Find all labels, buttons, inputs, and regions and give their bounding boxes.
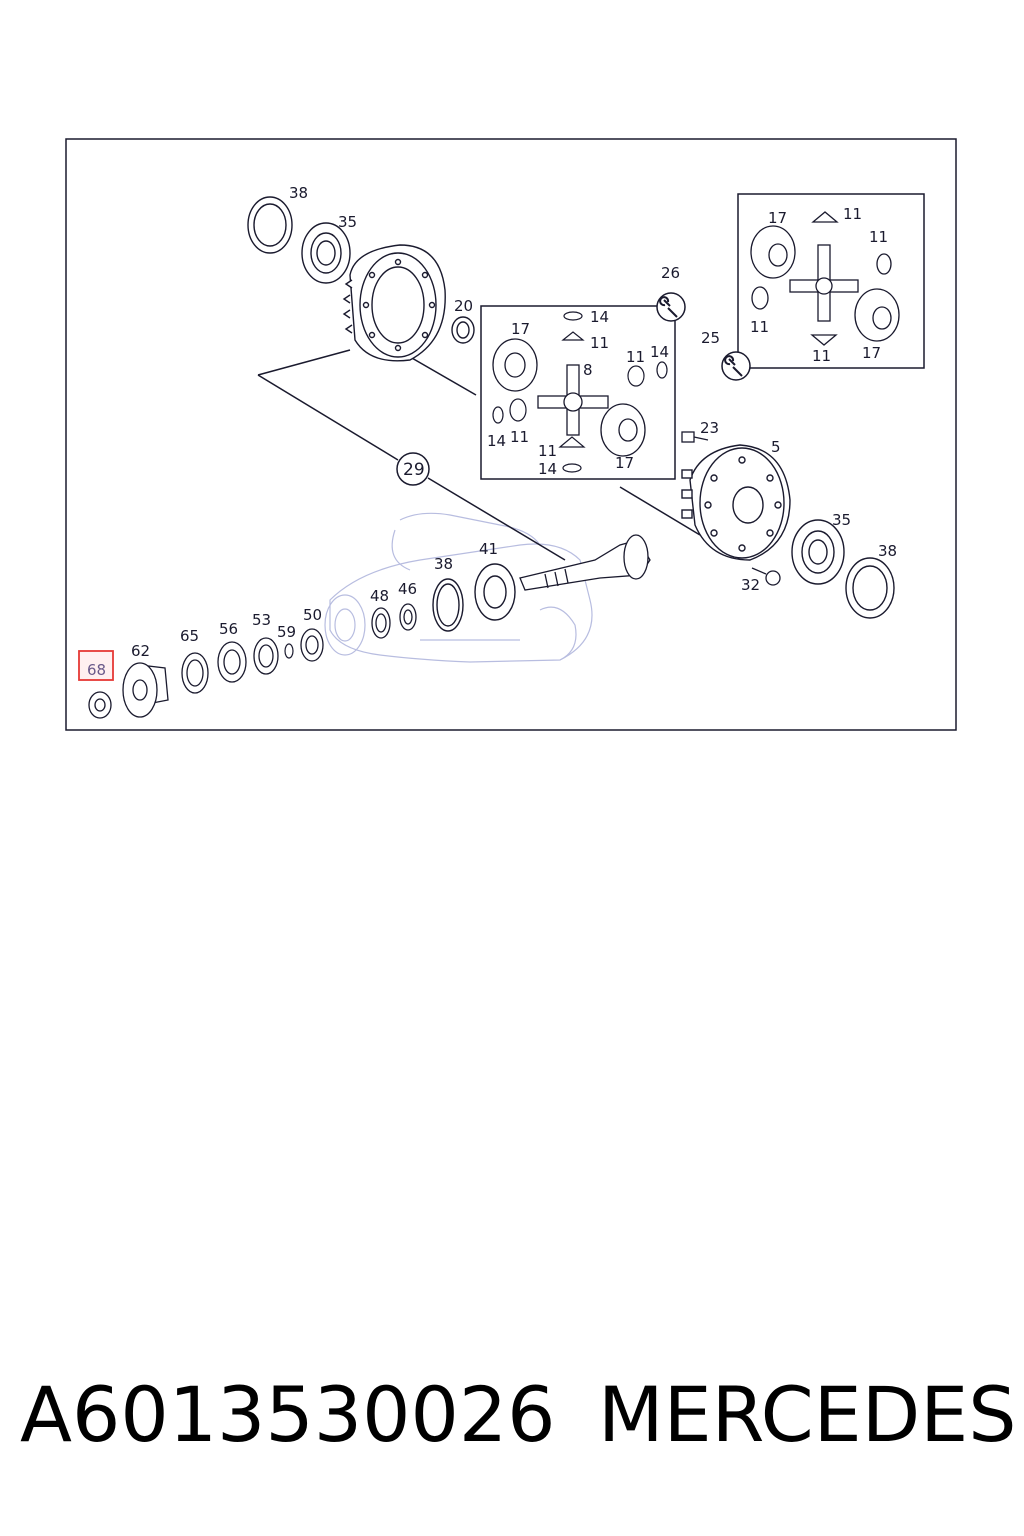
- inset-label-17a: 17: [511, 320, 530, 338]
- callout-5: 5: [771, 438, 781, 456]
- ring-gear: [342, 244, 446, 362]
- callout-65: 65: [180, 627, 199, 645]
- callout-38-lower: 38: [434, 555, 453, 573]
- callout-38-top: 38: [289, 184, 308, 202]
- spider-gear-cross: [537, 364, 609, 436]
- variant-label-17a: 17: [768, 209, 787, 227]
- callout-41: 41: [479, 540, 498, 558]
- differential-case: [681, 444, 791, 561]
- callout-23: 23: [700, 419, 719, 437]
- brand-name: MERCEDES: [598, 1370, 1017, 1459]
- side-gear-left: [492, 338, 538, 392]
- washer-20: [451, 316, 475, 344]
- callout-68: 68: [87, 661, 106, 679]
- callout-25: 25: [701, 329, 720, 347]
- variant-side-gears: [750, 211, 900, 346]
- callout-62: 62: [131, 642, 150, 660]
- callout-53: 53: [252, 611, 271, 629]
- part-number: A6013530026: [20, 1370, 556, 1459]
- inset-label-8: 8: [583, 361, 593, 379]
- variant-label-17b: 17: [862, 344, 881, 362]
- bearing-right: [791, 519, 845, 585]
- variant-cross: [789, 244, 859, 322]
- leader-lines: [257, 349, 701, 561]
- bolt-32: [751, 567, 781, 586]
- callout-29: 29: [403, 460, 425, 480]
- wrench-icon-26: [656, 292, 686, 322]
- inset-label-11d: 11: [538, 442, 557, 460]
- seal-top: [247, 196, 293, 254]
- callout-circle-29: [396, 452, 430, 486]
- ring-53: [253, 637, 279, 675]
- bearing-top: [301, 222, 351, 284]
- variant-label-11c: 11: [750, 318, 769, 336]
- inset-label-11a: 11: [590, 334, 609, 352]
- callout-46: 46: [398, 580, 417, 598]
- wrench-icon-25: [721, 351, 751, 381]
- inset-label-11c: 11: [510, 428, 529, 446]
- callout-56: 56: [219, 620, 238, 638]
- ring-65: [181, 652, 209, 694]
- variant-label-11d: 11: [812, 347, 831, 365]
- callout-20: 20: [454, 297, 473, 315]
- callout-35-top: 35: [338, 213, 357, 231]
- seal-right: [845, 557, 895, 619]
- part-caption: A6013530026 MERCEDES: [20, 1370, 1016, 1470]
- bearing-50: [300, 628, 324, 662]
- callout-59: 59: [277, 623, 296, 641]
- callout-48: 48: [370, 587, 389, 605]
- ring-38-lower: [432, 578, 464, 632]
- ring-48: [371, 607, 391, 639]
- inset-label-11b: 11: [626, 348, 645, 366]
- callout-50: 50: [303, 606, 322, 624]
- pinion-shaft: [519, 534, 651, 591]
- inset-label-14b: 14: [650, 343, 669, 361]
- variant-label-11b: 11: [869, 228, 888, 246]
- spacer-46: [399, 603, 417, 631]
- diagram-frame: [65, 138, 957, 731]
- inset-label-14c: 14: [487, 432, 506, 450]
- callout-26: 26: [661, 264, 680, 282]
- inset-label-14a: 14: [590, 308, 609, 326]
- axle-housing-outline: [324, 512, 593, 663]
- callout-35-right: 35: [832, 511, 851, 529]
- callout-38-right: 38: [878, 542, 897, 560]
- seal-56: [217, 641, 247, 683]
- variant-label-11a: 11: [843, 205, 862, 223]
- callout-32: 32: [741, 576, 760, 594]
- flange-62: [122, 662, 169, 718]
- side-gear-right: [600, 403, 646, 457]
- pinion-gears-middle: [492, 311, 668, 473]
- bearing-41: [474, 563, 516, 621]
- washer-59: [284, 643, 294, 659]
- exploded-parts-diagram: 38 35 20 26 25 29 23 5 35 38 32 41 38 46…: [65, 138, 957, 731]
- highlight-box-68: [78, 650, 114, 681]
- inset-label-17b: 17: [615, 454, 634, 472]
- inset-label-14d: 14: [538, 460, 557, 478]
- nut-68: [88, 691, 112, 719]
- bolt-23: [681, 431, 709, 443]
